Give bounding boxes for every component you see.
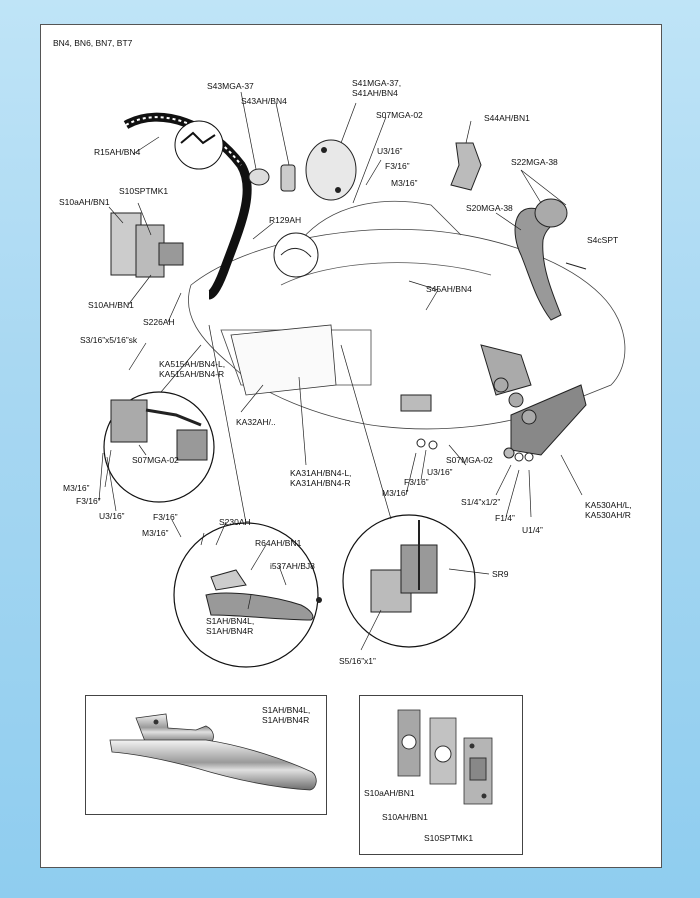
label-m3-16-left: M3/16” [63,483,90,493]
label-ka530-l: KA530AH/L, [585,500,632,510]
label-s1ah-l: S1AH/BN4L, [206,616,255,626]
steering-wheel-detail [273,232,319,278]
label-r64ah: R64AH/BN1 [255,538,302,548]
inset-handle-label-l: S1AH/BN4L, [262,705,311,715]
label-s41mga: S41MGA-37, [352,78,402,88]
parts-sheet: BN4, BN6, BN7, BT7 [40,24,662,868]
label-f3-16-left: F3/16” [76,496,101,506]
label-s07mga02-top: S07MGA-02 [376,110,423,120]
striker-plate [400,394,432,412]
inset-handle-label-r: S1AH/BN4R [262,715,310,725]
label-m3-16-right: M3/16” [382,488,409,498]
label-s5-16: S5/16”x1” [339,656,376,666]
label-s4cspt: S4cSPT [587,235,619,245]
knob [248,168,270,186]
inset-plate-s10aah: S10aAH/BN1 [364,788,415,798]
label-s07mga02-right: S07MGA-02 [446,455,493,465]
label-s43mga37: S43MGA-37 [207,81,254,91]
label-s22mga38: S22MGA-38 [511,157,558,167]
hinge-plates-inset: S10aAH/BN1 S10AH/BN1 S10SPTMK1 [359,695,523,855]
label-i537ah: i537AH/BJ8 [270,561,315,571]
label-s20mga38: S20MGA-38 [466,203,513,213]
label-f3-16-top: F3/16” [385,161,410,171]
label-ka32ah: KA32AH/.. [236,417,276,427]
label-r15ah: R15AH/BN4 [94,147,141,157]
inset-plate-s10ah: S10AH/BN1 [382,812,428,822]
label-r129ah: R129AH [269,215,302,225]
label-s44ah: S44AH/BN1 [484,113,530,123]
label-s07mga02-left: S07MGA-02 [132,455,179,465]
handle-inset: S1AH/BN4L, S1AH/BN4R [85,695,327,815]
label-ka515-l: KA515AH/BN4-L, [159,359,226,369]
striker-bracket [510,384,587,456]
label-u3-16-top: U3/16” [377,146,403,156]
label-s10ah-left: S10AH/BN1 [88,300,134,310]
label-ka31-r: KA31AH/BN4-R [290,478,351,488]
label-s226ah: S226AH [143,317,175,327]
hinge-plates-illustration [397,709,493,805]
label-s1-4x1-2: S1/4”x1/2” [461,497,501,507]
label-f3-16-mid: F3/16” [153,512,178,522]
bracket [450,142,482,191]
label-m3-16-top: M3/16” [391,178,418,188]
label-s10aah-top: S10aAH/BN1 [59,197,110,207]
label-s41ah: S41AH/BN4 [352,88,398,98]
label-s1ah-r: S1AH/BN4R [206,626,254,636]
label-f3-16-right: F3/16” [404,477,429,487]
seal-detail-circle [174,120,224,170]
window-handle [514,207,568,321]
label-s230ah: S230AH [219,517,251,527]
inset-plate-s10sptmk1: S10SPTMK1 [424,833,474,843]
label-sr9: SR9 [492,569,509,579]
handle-illustration [109,713,317,791]
label-u3-16-right: U3/16” [427,467,453,477]
label-s45ah: S45AH/BN4 [426,284,472,294]
label-s3-16: S3/16”x5/16”sk [80,335,138,345]
label-s43ah: S43AH/BN4 [241,96,287,106]
label-f1-4: F1/4” [495,513,515,523]
label-m3-16-mid: M3/16” [142,528,169,538]
door-panel [230,324,337,396]
mirror-plate [305,139,357,201]
label-u3-16-left: U3/16” [99,511,125,521]
exploded-diagram [98,91,626,668]
label-ka515-r: KA515AH/BN4-R [159,369,225,379]
label-ka530-r: KA530AH/R [585,510,631,520]
windscreen-outline [300,200,462,241]
label-ka31-l: KA31AH/BN4-L, [290,468,352,478]
label-s10sptmk1-top: S10SPTMK1 [119,186,169,196]
model-line: BN4, BN6, BN7, BT7 [53,38,133,48]
label-u1-4: U1/4” [522,525,543,535]
